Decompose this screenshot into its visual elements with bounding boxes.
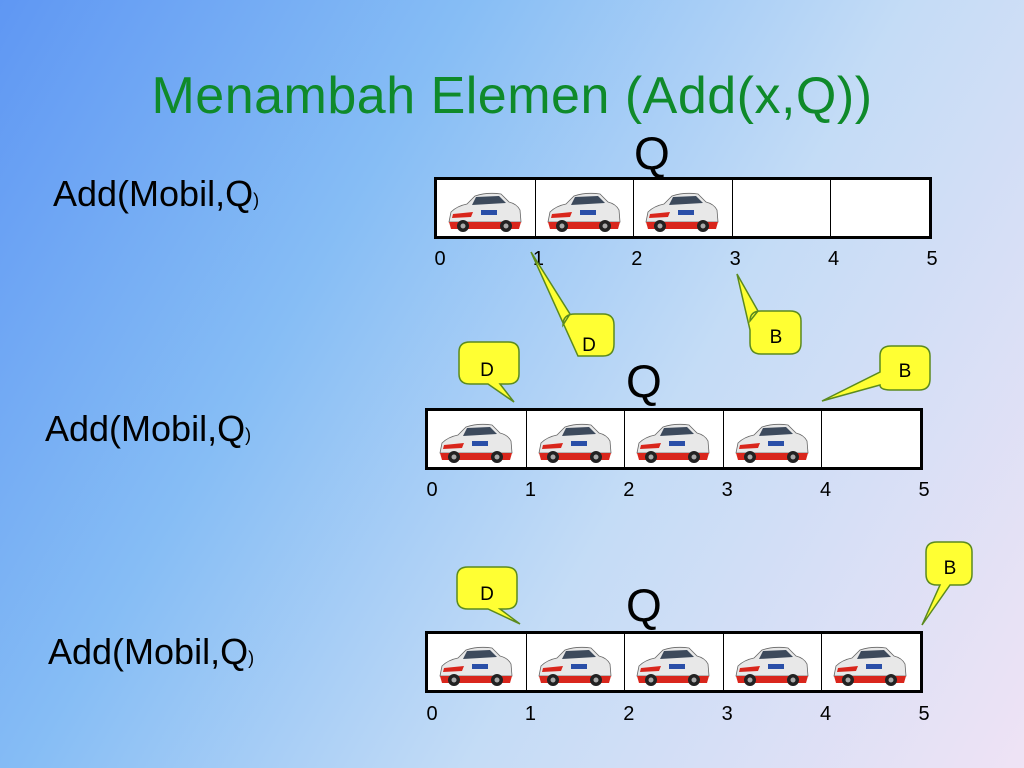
index-label: 4 <box>828 248 840 270</box>
queue-array-3 <box>425 631 923 693</box>
queue-name-1: Q <box>634 127 670 179</box>
race-car-icon <box>729 415 812 467</box>
race-car-icon <box>640 184 723 236</box>
race-car-icon <box>729 638 812 690</box>
queue-cell <box>733 180 832 236</box>
index-label: 5 <box>926 248 938 270</box>
index-label: 4 <box>820 479 832 501</box>
race-car-icon <box>532 415 615 467</box>
operation-label-text: Add(Mobil,Q <box>48 631 249 672</box>
index-label: 5 <box>918 703 930 725</box>
index-label: 0 <box>426 703 438 725</box>
operation-label-1: Add(Mobil,Q) <box>53 173 259 215</box>
race-car-icon <box>828 638 911 690</box>
operation-label-3: Add(Mobil,Q) <box>48 631 254 673</box>
index-row-1: 0 1 2 3 4 5 <box>434 248 937 272</box>
index-label: 2 <box>623 479 635 501</box>
queue-cell <box>724 634 823 690</box>
race-car-icon <box>434 415 516 467</box>
rear-callout-1: B <box>736 273 802 355</box>
index-label: 3 <box>721 479 733 501</box>
queue-cell <box>437 180 536 236</box>
queue-cell <box>724 411 823 467</box>
index-label: 2 <box>623 703 635 725</box>
index-label: 1 <box>524 703 536 725</box>
rear-callout-3: B <box>921 541 973 626</box>
index-label: 0 <box>426 479 438 501</box>
queue-cell <box>527 634 626 690</box>
queue-array-2 <box>425 408 923 470</box>
rear-marker-text: B <box>944 558 957 579</box>
race-car-icon <box>443 184 525 236</box>
rear-marker-text: B <box>770 327 783 348</box>
front-callout-1: D <box>530 251 615 357</box>
front-marker-text: D <box>480 360 494 381</box>
index-label: 0 <box>434 248 446 270</box>
index-label: 4 <box>820 703 832 725</box>
index-label: 1 <box>532 248 544 270</box>
queue-cell <box>527 411 626 467</box>
rear-marker-text: B <box>899 361 912 382</box>
operation-label-2: Add(Mobil,Q) <box>45 408 251 450</box>
front-marker-text: D <box>582 335 596 356</box>
index-row-3: 0 1 2 3 4 5 <box>426 703 929 727</box>
rear-callout-2: B <box>821 345 931 402</box>
operation-label-paren: ) <box>253 190 260 210</box>
operation-label-text: Add(Mobil,Q <box>45 408 246 449</box>
operation-label-text: Add(Mobil,Q <box>53 173 254 214</box>
queue-cell <box>625 411 724 467</box>
front-callout-3: D <box>456 566 521 625</box>
operation-label-paren: ) <box>245 425 252 445</box>
front-callout-2: D <box>458 341 520 403</box>
queue-cell <box>634 180 733 236</box>
queue-name-3: Q <box>626 579 662 631</box>
front-marker-text: D <box>480 584 494 605</box>
race-car-icon <box>434 638 516 690</box>
operation-label-paren: ) <box>248 648 255 668</box>
index-label: 2 <box>631 248 643 270</box>
index-label: 3 <box>729 248 741 270</box>
slide-title: Menambah Elemen (Add(x,Q)) <box>151 67 873 125</box>
index-label: 1 <box>524 479 536 501</box>
race-car-icon <box>541 184 624 236</box>
race-car-icon <box>631 415 714 467</box>
index-label: 3 <box>721 703 733 725</box>
index-row-2: 0 1 2 3 4 5 <box>426 479 929 503</box>
race-car-icon <box>631 638 714 690</box>
queue-array-1 <box>434 177 932 239</box>
queue-cell <box>625 634 724 690</box>
race-car-icon <box>532 638 615 690</box>
queue-name-2: Q <box>626 355 662 407</box>
queue-cell <box>428 411 527 467</box>
queue-cell <box>428 634 527 690</box>
queue-cell <box>822 634 920 690</box>
queue-cell <box>536 180 635 236</box>
index-label: 5 <box>918 479 930 501</box>
